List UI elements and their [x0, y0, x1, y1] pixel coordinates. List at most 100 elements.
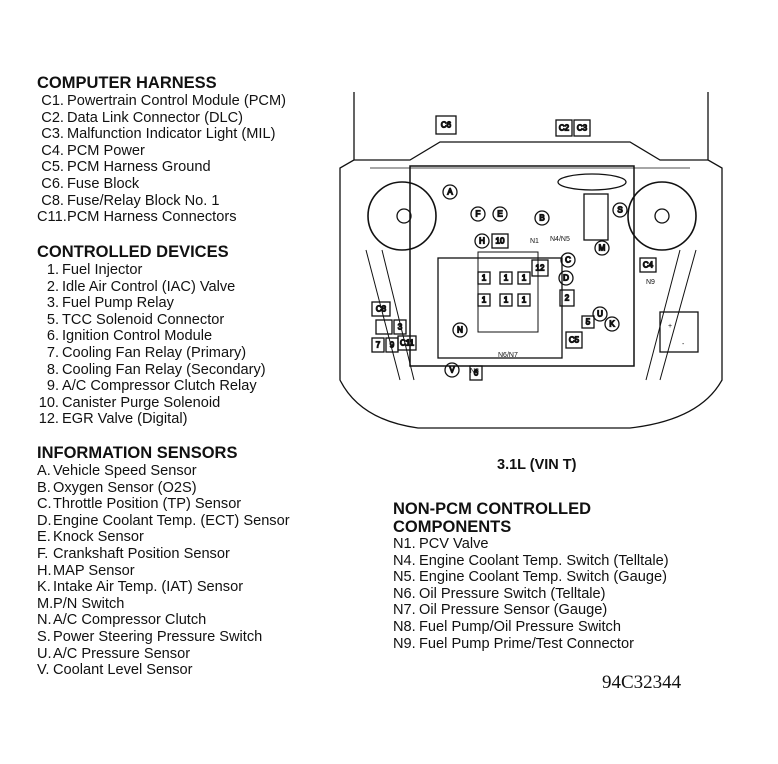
svg-text:10: 10	[496, 237, 505, 246]
svg-text:1: 1	[522, 274, 527, 283]
list-item: C2.Data Link Connector (DLC)	[41, 109, 244, 126]
information-sensors-section: INFORMATION SENSORS A.Vehicle Speed Sens…	[37, 444, 290, 679]
list-item: C11.PCM Harness Connectors	[37, 209, 237, 226]
air-cleaner	[557, 173, 627, 191]
non-pcm-list: N1.PCV Valve N4.Engine Coolant Temp. Swi…	[393, 536, 669, 652]
svg-text:C2: C2	[559, 124, 570, 133]
list-item: 6.Ignition Control Module	[46, 328, 213, 345]
left-strut-tower	[367, 181, 437, 251]
list-item: N5.Engine Coolant Temp. Switch (Gauge)	[393, 569, 667, 586]
sensor-d-marker	[558, 270, 574, 286]
computer-harness-list: C1.Powertrain Control Module (PCM) C2.Da…	[37, 93, 286, 226]
list-item: N4.Engine Coolant Temp. Switch (Telltale…	[393, 552, 669, 569]
list-item: N9.Fuel Pump Prime/Test Connector	[393, 635, 634, 652]
list-item: D.Engine Coolant Temp. (ECT) Sensor	[37, 512, 290, 529]
svg-text:C5: C5	[569, 336, 580, 345]
svg-text:C4: C4	[643, 261, 654, 270]
svg-text:9: 9	[390, 341, 395, 350]
list-item: 12.EGR Valve (Digital)	[38, 411, 188, 428]
list-item: C.Throttle Position (TP) Sensor	[37, 496, 242, 513]
svg-text:C3: C3	[577, 124, 588, 133]
controlled-devices-section: CONTROLLED DEVICES 1.Fuel Injector 2.Idl…	[37, 243, 266, 428]
sensor-h-marker	[474, 233, 490, 249]
svg-text:F: F	[476, 210, 481, 219]
sensor-c-marker	[560, 252, 576, 268]
ps-pump	[583, 193, 609, 241]
injector-block	[477, 271, 491, 285]
injector-block	[477, 293, 491, 307]
list-item: 9.A/C Compressor Clutch Relay	[46, 378, 257, 395]
svg-text:12: 12	[536, 264, 545, 273]
svg-text:U: U	[597, 310, 603, 319]
svg-text:7: 7	[376, 341, 381, 350]
relay-6-box	[469, 365, 483, 381]
list-item: C5.PCM Harness Ground	[41, 159, 211, 176]
list-item: 1.Fuel Injector	[46, 262, 143, 278]
battery	[659, 311, 699, 353]
svg-text:1: 1	[522, 296, 527, 305]
strut-right	[645, 249, 697, 381]
svg-text:5: 5	[586, 318, 591, 327]
c4-box	[639, 257, 657, 273]
intake-plenum	[437, 257, 563, 359]
sensor-u-marker	[592, 306, 608, 322]
list-item: B.Oxygen Sensor (O2S)	[37, 479, 197, 496]
sensor-a-marker	[442, 184, 458, 200]
list-item: C3.Malfunction Indicator Light (MIL)	[41, 126, 276, 143]
list-item: V.Coolant Level Sensor	[37, 662, 193, 679]
svg-text:C8: C8	[376, 305, 387, 314]
svg-text:3: 3	[398, 323, 403, 332]
list-item: H.MAP Sensor	[37, 562, 135, 579]
strut-left	[365, 249, 415, 381]
list-item: F.Crankshaft Position Sensor	[37, 545, 230, 562]
svg-text:M: M	[599, 244, 606, 253]
computer-harness-title: COMPUTER HARNESS	[37, 74, 217, 92]
sensor-b-marker	[534, 210, 550, 226]
engine-compartment-diagram: C6 C2 C3 1 1 1 1 1 1 12 2 10 A F E B S H…	[339, 92, 723, 429]
controlled-devices-title: CONTROLLED DEVICES	[37, 243, 229, 261]
svg-text:+: +	[668, 323, 672, 330]
svg-text:1: 1	[504, 296, 509, 305]
svg-text:N9: N9	[646, 279, 655, 286]
left-strut-hub	[396, 208, 412, 224]
list-item: 8.Cooling Fan Relay (Secondary)	[46, 361, 266, 378]
sensor-f-marker	[470, 206, 486, 222]
non-pcm-title-line1: NON-PCM CONTROLLED	[393, 500, 591, 518]
right-strut-hub	[654, 208, 670, 224]
non-pcm-section: NON-PCM CONTROLLED COMPONENTS N1.PCV Val…	[393, 500, 669, 652]
right-strut-tower	[627, 181, 697, 251]
c11-connector-box	[397, 335, 417, 351]
svg-text:1: 1	[482, 274, 487, 283]
svg-text:H: H	[479, 237, 485, 246]
svg-text:B: B	[539, 214, 544, 223]
svg-text:C6: C6	[441, 121, 452, 130]
sensor-e-marker	[492, 206, 508, 222]
intake-runners	[477, 251, 539, 333]
information-sensors-list: A.Vehicle Speed Sensor B.Oxygen Sensor (…	[37, 463, 290, 679]
engine-block	[409, 165, 635, 367]
list-item: N8.Fuel Pump/Oil Pressure Switch	[393, 618, 621, 635]
svg-text:S: S	[617, 206, 622, 215]
relay-3-box	[393, 319, 407, 335]
cowl-line	[354, 141, 708, 161]
svg-text:N4/N5: N4/N5	[550, 236, 570, 243]
relay-8-box	[375, 319, 393, 335]
svg-text:C: C	[565, 256, 571, 265]
svg-text:N1: N1	[530, 238, 539, 245]
list-item: 2.Idle Air Control (IAC) Valve	[46, 278, 236, 295]
svg-text:D: D	[563, 274, 569, 283]
list-item: E.Knock Sensor	[37, 529, 144, 546]
sensor-m-marker	[594, 240, 610, 256]
computer-harness-section: COMPUTER HARNESS C1.Powertrain Control M…	[37, 74, 286, 226]
injector-block	[517, 293, 531, 307]
list-item: N1.PCV Valve	[393, 536, 489, 552]
c8-fuse-block	[371, 301, 391, 317]
list-item: K.Intake Air Temp. (IAT) Sensor	[37, 579, 244, 596]
svg-text:2: 2	[565, 294, 570, 303]
list-item: U.A/C Pressure Sensor	[37, 645, 191, 662]
sensor-s-marker	[612, 202, 628, 218]
sensor-k-marker	[604, 316, 620, 332]
non-pcm-title-line2: COMPONENTS	[393, 518, 512, 536]
list-item: 7.Cooling Fan Relay (Primary)	[46, 344, 247, 361]
svg-text:N: N	[457, 326, 463, 335]
